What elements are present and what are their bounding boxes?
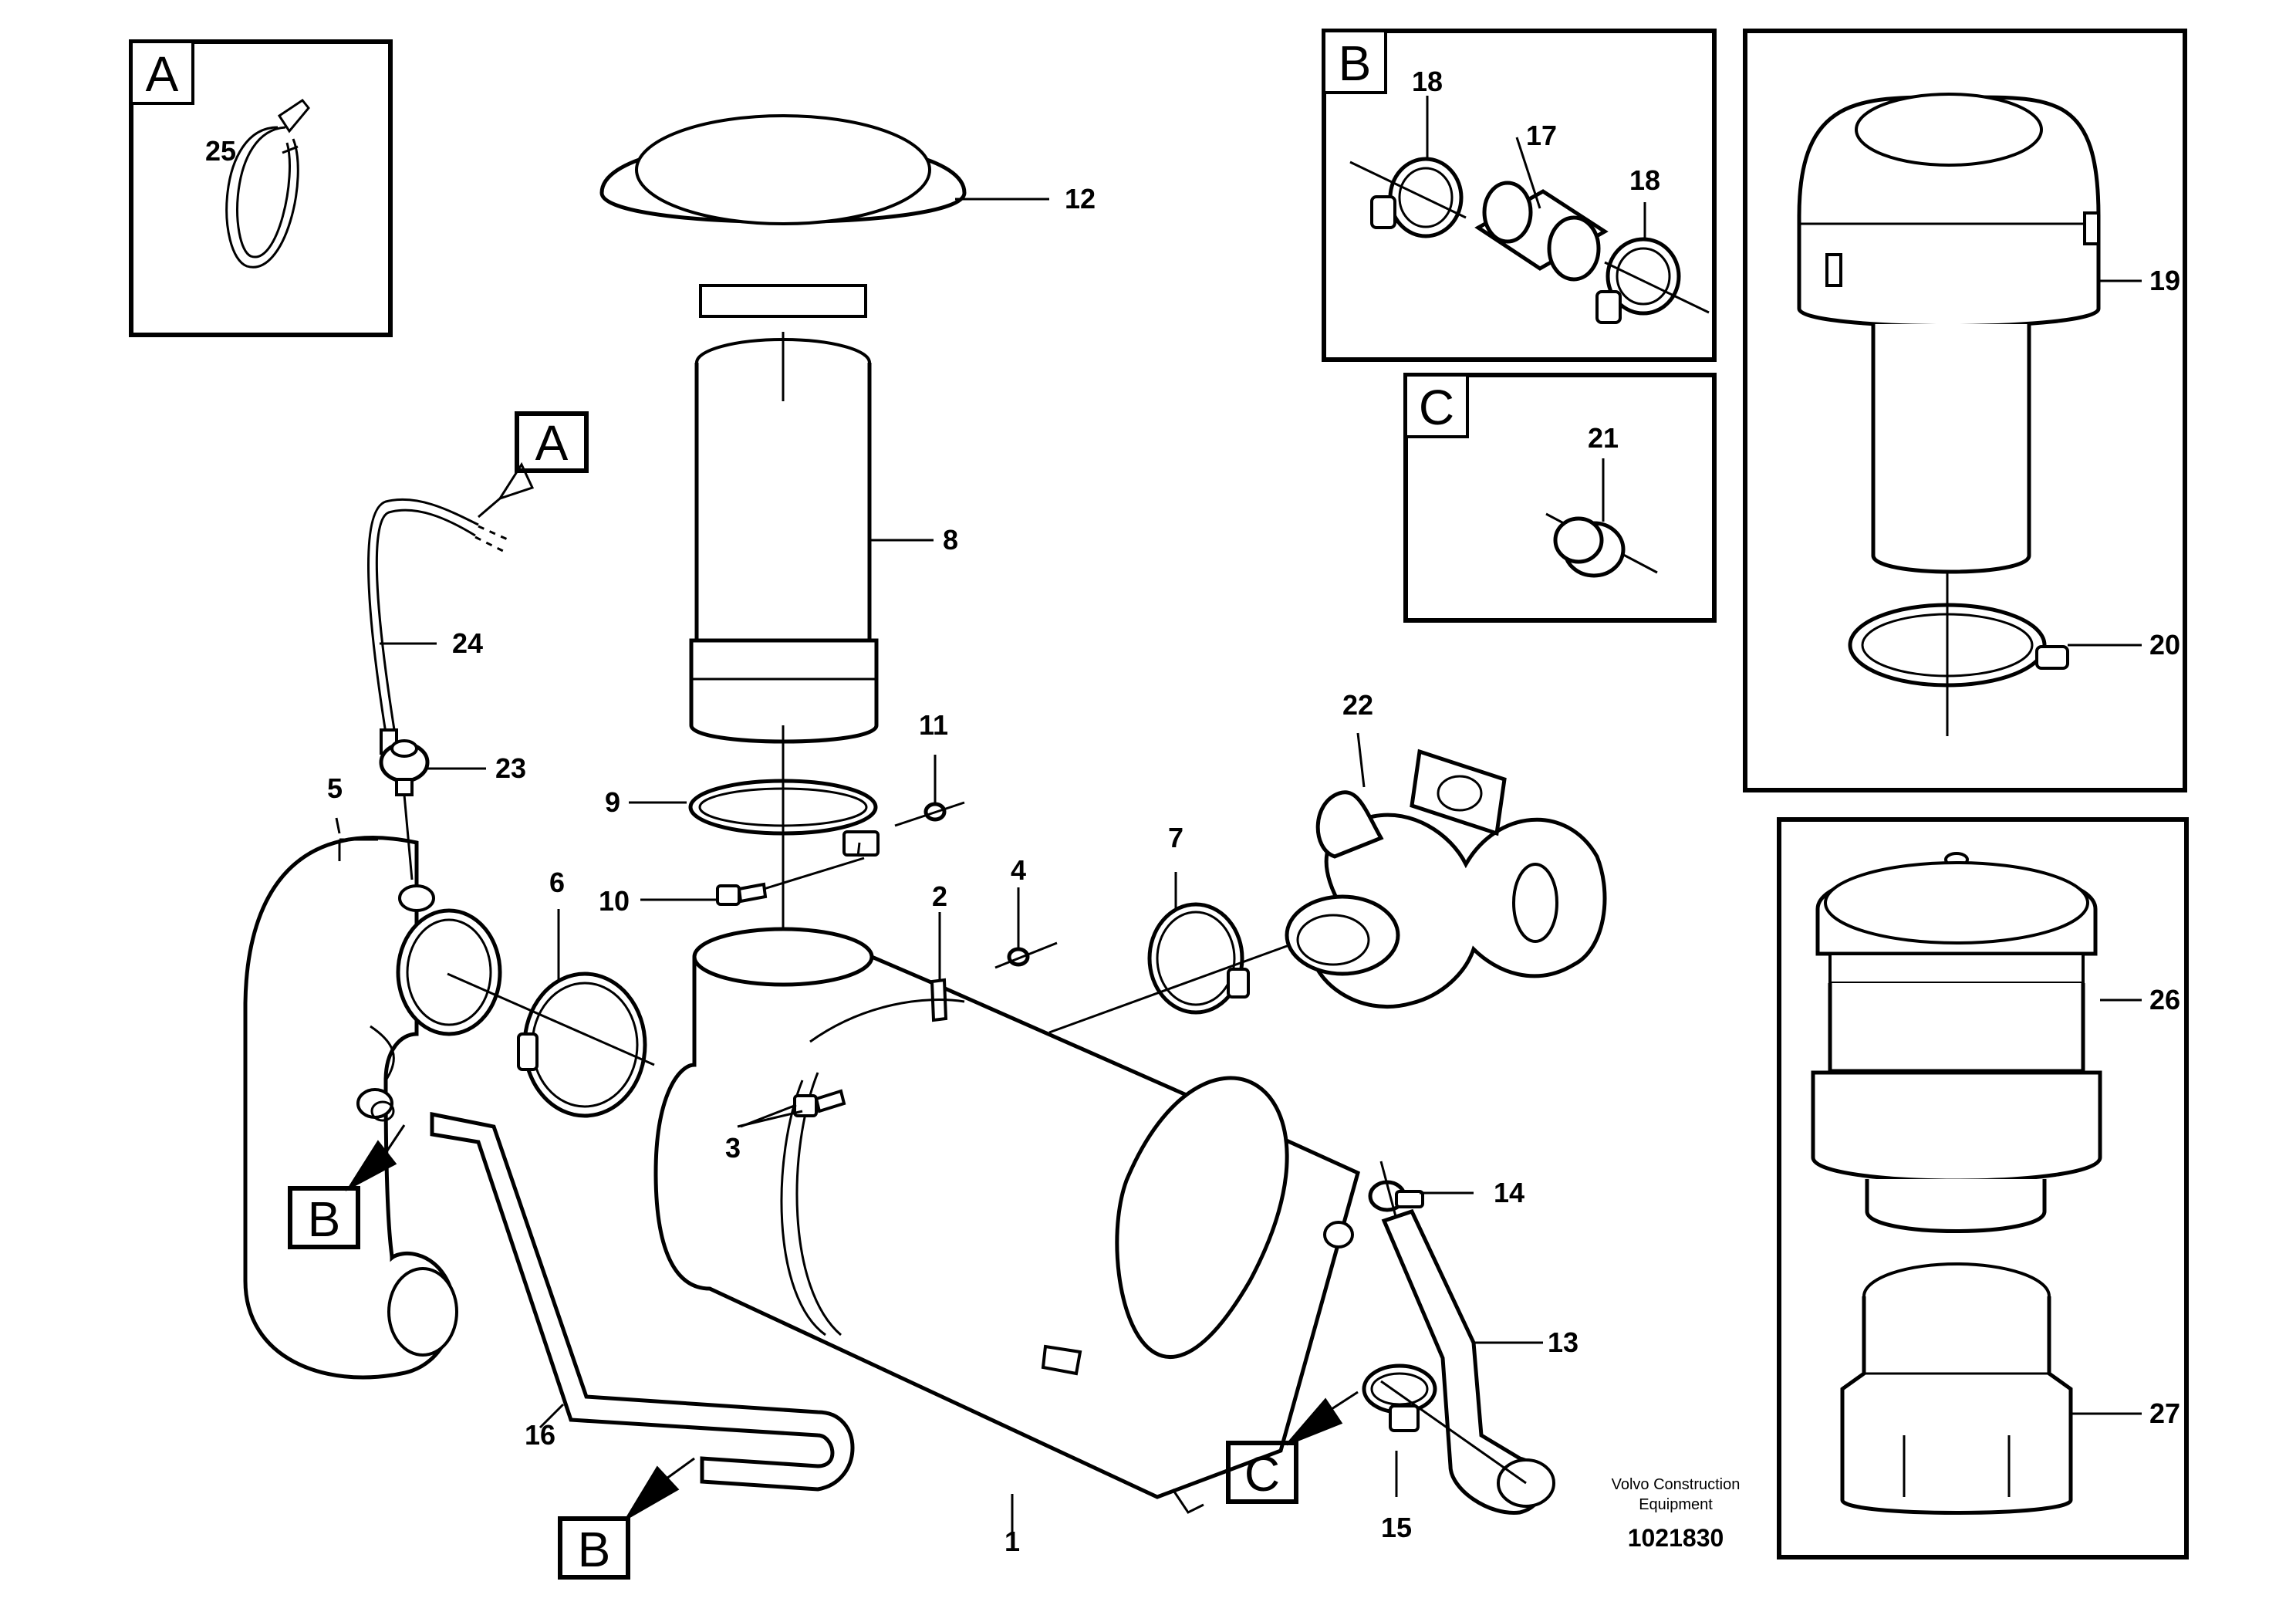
filter-element-icon (689, 332, 879, 744)
assembly-centerline (1048, 938, 1305, 1034)
callout-1: 1 (1004, 1526, 1020, 1557)
air-filter-adapter-icon (1840, 1262, 2073, 1515)
callout-16: 16 (525, 1419, 555, 1451)
footer: Volvo Construction Equipment 1021830 (1612, 1476, 1741, 1552)
detail-frame-26-27 (1777, 817, 2189, 1559)
callout-19: 19 (2149, 265, 2180, 296)
inlet-elbow-icon (243, 836, 502, 1380)
air-filter-cover-icon (1811, 852, 2102, 1233)
marker-b-1: B (288, 1124, 406, 1249)
washer-icon (894, 801, 965, 827)
callout-9: 9 (605, 786, 620, 818)
detail-letter-c: C (1419, 380, 1454, 435)
callout-20: 20 (2149, 629, 2180, 661)
detail-frame-19-20 (1743, 29, 2187, 792)
band-clamp-icon (688, 725, 880, 957)
band-clamp-icon (1147, 902, 1250, 1015)
callout-18-b: 18 (1629, 164, 1660, 196)
callout-23: 23 (495, 752, 526, 784)
callout-7: 7 (1168, 822, 1183, 853)
callout-12: 12 (1065, 183, 1096, 215)
sensor-port-icon (356, 1088, 395, 1122)
marker-a: A (478, 411, 589, 519)
mounting-bracket-icon (809, 978, 965, 1043)
callout-18-a: 18 (1412, 66, 1443, 97)
precleaner-icon (1797, 93, 2101, 574)
callout-5: 5 (327, 772, 343, 804)
hose-clamp-icon (1848, 571, 2069, 736)
band-clamp-icon (447, 972, 655, 1118)
brand-line-1: Volvo Construction (1612, 1476, 1741, 1493)
callout-10: 10 (599, 885, 630, 917)
leader-lines (282, 96, 2142, 1536)
detail-frame-c: C (1403, 373, 1717, 623)
hose-clamp-icon (1362, 1363, 1527, 1485)
callout-21: 21 (1588, 422, 1619, 454)
turbocharger-icon (1285, 748, 1607, 1009)
cover-icon (599, 114, 967, 318)
callout-27: 27 (2149, 1397, 2180, 1429)
washer-icon (994, 941, 1058, 969)
callout-17: 17 (1526, 120, 1557, 151)
brand-line-2: Equipment (1639, 1496, 1713, 1513)
marker-letter-a: A (535, 415, 569, 471)
callout-13: 13 (1548, 1326, 1578, 1358)
callout-6: 6 (549, 867, 565, 898)
callout-3: 3 (725, 1132, 741, 1164)
bolt-icon (716, 857, 865, 906)
hose-clamp-icon (1368, 1161, 1424, 1220)
vacuum-indicator-icon (379, 739, 430, 880)
drawing-number: 1021830 (1628, 1524, 1724, 1552)
hose-icon (1381, 1208, 1555, 1515)
marker-c: C (1226, 1391, 1359, 1504)
detail-frame-a: A (129, 39, 393, 337)
callout-2: 2 (932, 880, 947, 912)
callout-24: 24 (452, 627, 483, 659)
detail-letter-b: B (1339, 35, 1372, 91)
marker-b-2: B (558, 1457, 695, 1580)
callout-8: 8 (943, 524, 958, 556)
callout-22: 22 (1342, 689, 1373, 721)
detail-frame-b: B (1322, 29, 1717, 362)
hose-sleeve-icon (1474, 181, 1609, 282)
hose-clamp-icon (1349, 157, 1467, 238)
callout-26: 26 (2149, 984, 2180, 1015)
marker-letter-b-2: B (578, 1522, 611, 1577)
hose-icon (430, 1111, 855, 1492)
callout-25: 25 (205, 135, 236, 167)
detail-letter-a: A (146, 46, 179, 102)
cable-tie-icon (225, 98, 310, 269)
marker-letter-b-1: B (308, 1191, 341, 1247)
signal-cable-icon (367, 498, 510, 755)
callout-15: 15 (1381, 1512, 1412, 1543)
callout-14: 14 (1494, 1177, 1524, 1208)
callouts: 1 2 3 4 5 6 7 8 9 10 11 12 13 14 15 16 1… (205, 66, 2180, 1557)
callout-4: 4 (1011, 854, 1026, 886)
callout-11: 11 (919, 709, 948, 741)
bushing-icon (1545, 512, 1658, 578)
air-cleaner-housing-icon (653, 927, 1360, 1514)
marker-letter-c: C (1244, 1446, 1280, 1502)
hose-clamp-icon (1595, 237, 1710, 324)
